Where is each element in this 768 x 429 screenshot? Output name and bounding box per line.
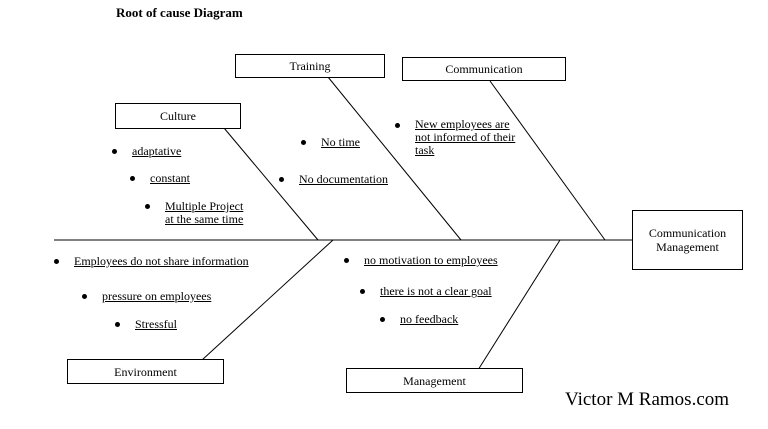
effect-label-line2: Management [656, 240, 719, 254]
bone-training [327, 76, 462, 241]
cause-text: Employees do not share information [74, 254, 249, 268]
bone-communication [489, 80, 606, 241]
bullet-icon [360, 289, 365, 294]
cause-text: Stressful [135, 317, 177, 331]
category-culture-label: Culture [160, 109, 196, 123]
bone-environment [201, 239, 334, 361]
cause-text: there is not a clear goal [380, 284, 492, 298]
cause-no-feedback: no feedback [380, 312, 459, 326]
bullet-icon [301, 140, 306, 145]
author-credit: Victor M Ramos.com [565, 389, 730, 410]
category-management-label: Management [403, 373, 466, 388]
cause-stressful: Stressful [115, 317, 177, 331]
category-environment-label: Environment [114, 364, 177, 379]
cause-text: No time [321, 135, 360, 149]
bullet-icon [145, 204, 150, 209]
bullet-icon [380, 317, 385, 322]
cause-no-time: No time [301, 135, 360, 149]
category-management: Management [346, 368, 523, 393]
cause-text-line2: at the same time [165, 212, 244, 226]
cause-text: No documentation [299, 172, 388, 186]
cause-adaptative: adaptative [112, 144, 182, 158]
bullet-icon [395, 123, 400, 128]
bone-management [477, 239, 561, 371]
cause-pressure: pressure on employees [82, 289, 212, 303]
category-communication-label: Communication [445, 62, 523, 76]
cause-text-line1: Multiple Project [165, 199, 244, 213]
cause-text-line2: not informed of their [415, 130, 516, 144]
cause-new-employees: New employees are not informed of their … [395, 117, 516, 157]
bone-culture [223, 127, 319, 241]
diagram-title: Root of cause Diagram [116, 5, 243, 20]
cause-text: no motivation to employees [364, 253, 498, 267]
cause-multiple-project: Multiple Project at the same time [145, 199, 244, 226]
cause-no-clear-goal: there is not a clear goal [360, 284, 492, 298]
cause-text: adaptative [132, 144, 182, 158]
bullet-icon [130, 176, 135, 181]
cause-text: pressure on employees [102, 289, 212, 303]
cause-text-line3: task [415, 143, 435, 157]
category-communication: Communication [402, 57, 566, 81]
cause-constant: constant [130, 171, 190, 185]
effect-box: Communication Management [632, 210, 743, 270]
bullet-icon [344, 258, 349, 263]
bullet-icon [82, 294, 87, 299]
cause-text: no feedback [400, 312, 459, 326]
bullet-icon [112, 149, 117, 154]
category-training: Training [235, 54, 385, 78]
category-culture: Culture [115, 103, 241, 129]
bullet-icon [54, 259, 59, 264]
cause-employees-share: Employees do not share information [54, 254, 249, 268]
cause-text: constant [150, 171, 190, 185]
bullet-icon [279, 177, 284, 182]
category-environment: Environment [67, 359, 224, 384]
category-training-label: Training [289, 59, 331, 73]
cause-text-line1: New employees are [415, 117, 510, 131]
cause-no-documentation: No documentation [279, 172, 388, 186]
bullet-icon [115, 322, 120, 327]
effect-label-line1: Communication [648, 226, 727, 240]
cause-no-motivation: no motivation to employees [344, 253, 498, 267]
